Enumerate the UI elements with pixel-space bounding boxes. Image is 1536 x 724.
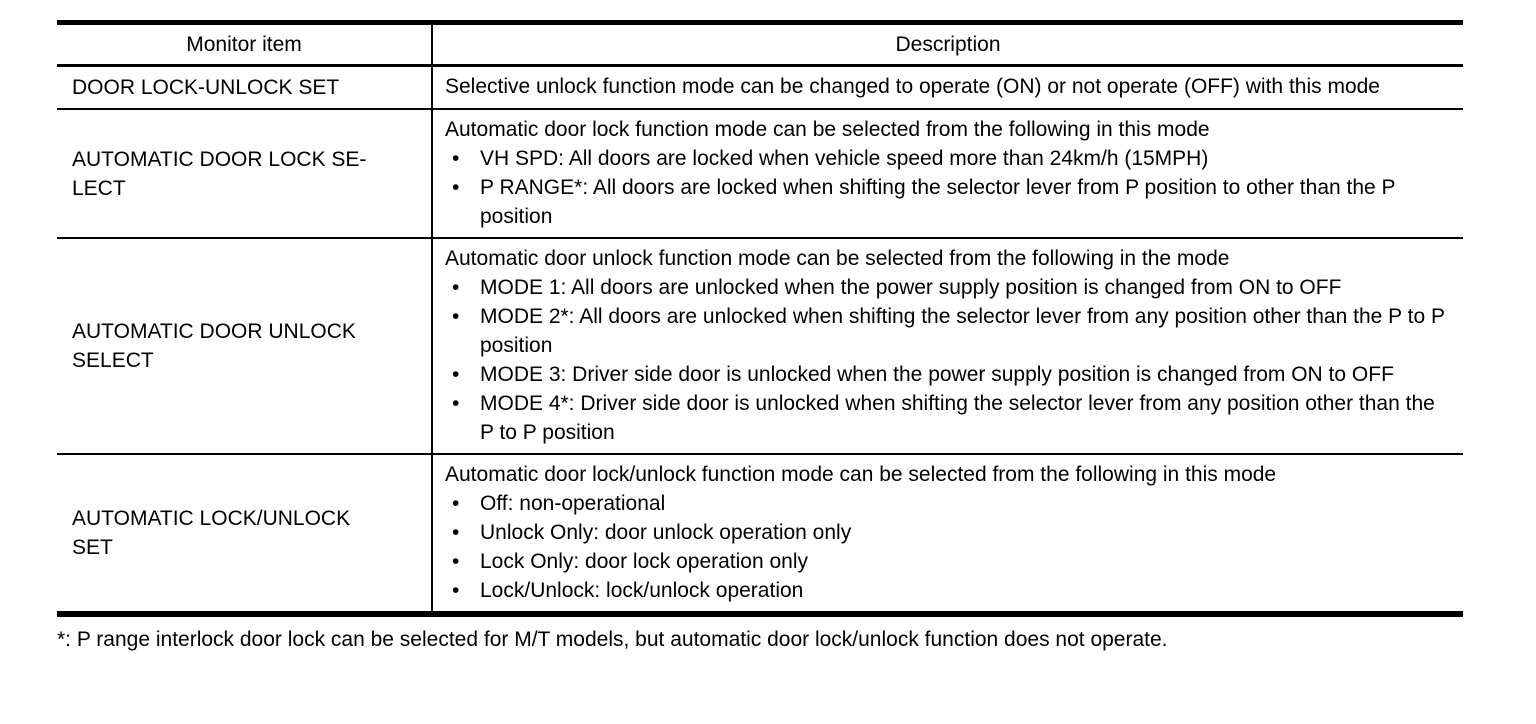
- header-monitor-item-label: Monitor item: [186, 33, 302, 56]
- header-description: Description: [433, 25, 1463, 67]
- description-bullet-list: Off: non-operationalUnlock Only: door un…: [445, 489, 1447, 605]
- description-intro: Automatic door unlock function mode can …: [445, 247, 1230, 270]
- monitor-item-label: AUTOMATIC LOCK/UNLOCK SET: [72, 507, 351, 559]
- monitor-item-cell: AUTOMATIC DOOR LOCK SE- LECT: [57, 110, 433, 239]
- description-bullet-list: VH SPD: All doors are locked when vehicl…: [445, 144, 1447, 231]
- header-description-label: Description: [895, 33, 1001, 56]
- monitor-item-label: AUTOMATIC DOOR LOCK SE- LECT: [72, 147, 367, 200]
- description-intro: Selective unlock function mode can be ch…: [445, 75, 1380, 98]
- monitor-table: Monitor item Description DOOR LOCK-UNLOC…: [57, 20, 1463, 617]
- description-cell: Automatic door lock function mode can be…: [433, 110, 1463, 239]
- description-bullet: MODE 2*: All doors are unlocked when shi…: [445, 302, 1447, 360]
- description-cell: Selective unlock function mode can be ch…: [433, 67, 1463, 110]
- description-bullet: VH SPD: All doors are locked when vehicl…: [445, 144, 1447, 173]
- description-intro: Automatic door lock/unlock function mode…: [445, 463, 1277, 486]
- document-page: Monitor item Description DOOR LOCK-UNLOC…: [57, 20, 1463, 654]
- description-bullet: Off: non-operational: [445, 489, 1447, 518]
- header-monitor-item: Monitor item: [57, 25, 433, 67]
- table-footnote: *: P range interlock door lock can be se…: [57, 628, 1168, 651]
- monitor-item-cell: DOOR LOCK-UNLOCK SET: [57, 67, 433, 110]
- description-cell: Automatic door lock/unlock function mode…: [433, 455, 1463, 611]
- description-cell: Automatic door unlock function mode can …: [433, 239, 1463, 455]
- description-bullet: MODE 4*: Driver side door is unlocked wh…: [445, 389, 1447, 447]
- description-bullet: P RANGE*: All doors are locked when shif…: [445, 173, 1447, 231]
- description-bullet: Lock/Unlock: lock/unlock operation: [445, 576, 1447, 605]
- monitor-item-label: DOOR LOCK-UNLOCK SET: [72, 76, 340, 99]
- monitor-item-cell: AUTOMATIC DOOR UNLOCK SELECT: [57, 239, 433, 455]
- description-bullet: Unlock Only: door unlock operation only: [445, 518, 1447, 547]
- description-bullet: MODE 1: All doors are unlocked when the …: [445, 273, 1447, 302]
- description-bullet: MODE 3: Driver side door is unlocked whe…: [445, 360, 1447, 389]
- monitor-item-cell: AUTOMATIC LOCK/UNLOCK SET: [57, 455, 433, 611]
- description-intro: Automatic door lock function mode can be…: [445, 118, 1210, 141]
- monitor-item-label: AUTOMATIC DOOR UNLOCK SELECT: [72, 320, 356, 372]
- description-bullet: Lock Only: door lock operation only: [445, 547, 1447, 576]
- description-bullet-list: MODE 1: All doors are unlocked when the …: [445, 273, 1447, 447]
